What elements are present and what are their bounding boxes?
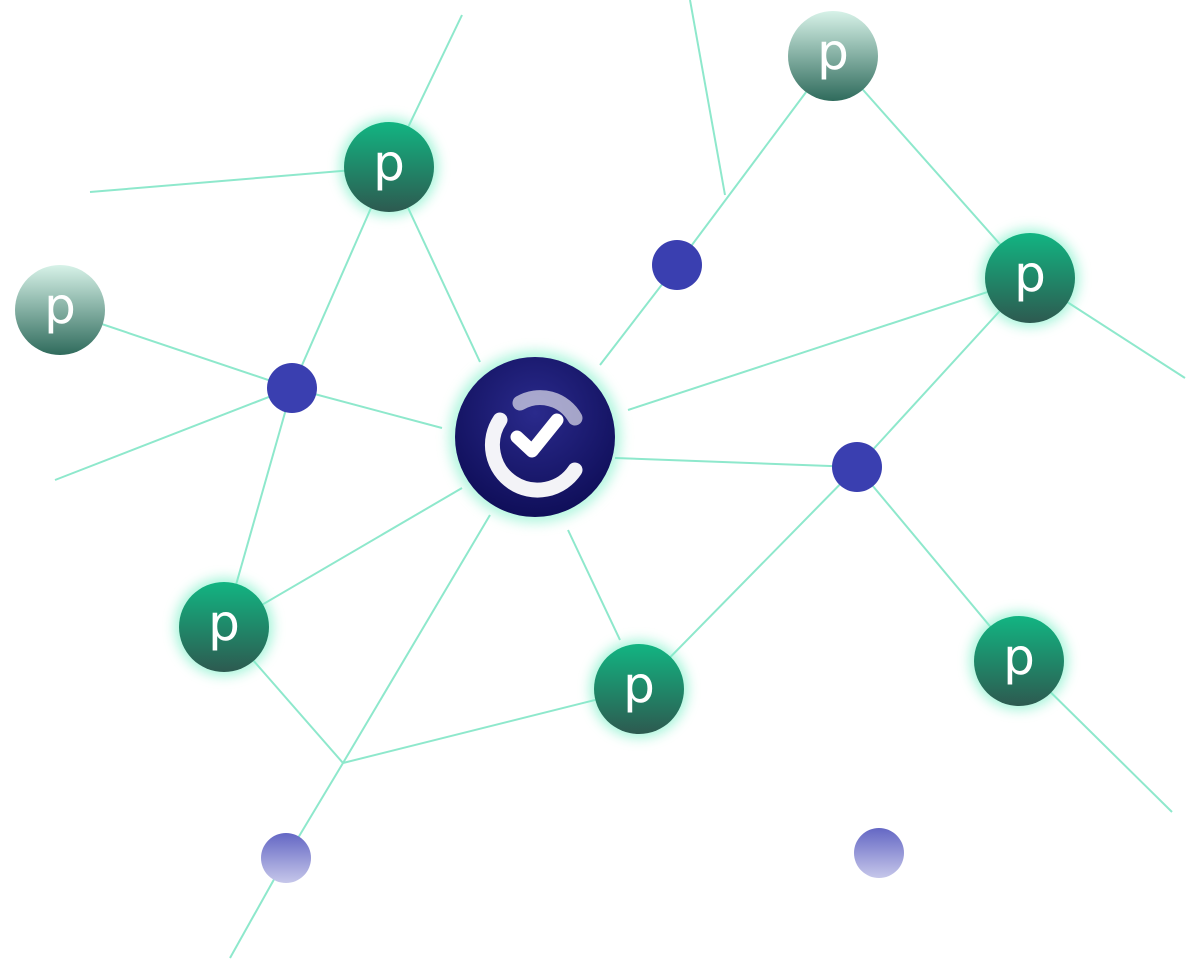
peer-node: p: [788, 11, 878, 101]
peer-node: p: [15, 265, 105, 355]
peer-node-circle: [594, 644, 684, 734]
check-circle-logo-icon: [484, 390, 583, 498]
hub-dot: [267, 363, 317, 413]
peer-node-circle: [985, 233, 1075, 323]
peer-node-circle: [788, 11, 878, 101]
connection-line: [291, 387, 443, 429]
hub-dot: [652, 240, 702, 290]
peer-node-label: p: [1003, 628, 1035, 686]
peer-node-label: p: [1014, 245, 1046, 303]
connection-line: [567, 529, 621, 641]
peer-node-label: p: [373, 134, 405, 192]
peer-node: p: [981, 229, 1079, 327]
connection-line: [627, 277, 1031, 411]
peer-node: p: [970, 612, 1068, 710]
peer-node-circle: [15, 265, 105, 355]
connection-line: [614, 457, 858, 468]
connection-line: [54, 387, 293, 481]
peer-node-circle: [344, 122, 434, 212]
peer-node-label: p: [623, 656, 655, 714]
hub-dot: [261, 833, 311, 883]
peer-node-label: p: [817, 23, 849, 81]
hub-dot: [832, 442, 882, 492]
connection-line: [342, 514, 491, 764]
connection-line: [89, 166, 390, 193]
connection-line: [638, 466, 858, 690]
peer-node: p: [590, 640, 688, 738]
peer-node-circle: [974, 616, 1064, 706]
hub-dot: [854, 828, 904, 878]
peer-node: p: [340, 118, 438, 216]
peer-node-label: p: [44, 277, 76, 335]
peer-node: p: [175, 578, 273, 676]
peer-node-label: p: [208, 594, 240, 652]
connection-lines: [54, 0, 1186, 959]
peer-node-circle: [179, 582, 269, 672]
connection-line: [342, 688, 640, 764]
center-node: [449, 351, 621, 523]
connection-line: [689, 0, 726, 196]
connection-line: [832, 55, 1031, 279]
